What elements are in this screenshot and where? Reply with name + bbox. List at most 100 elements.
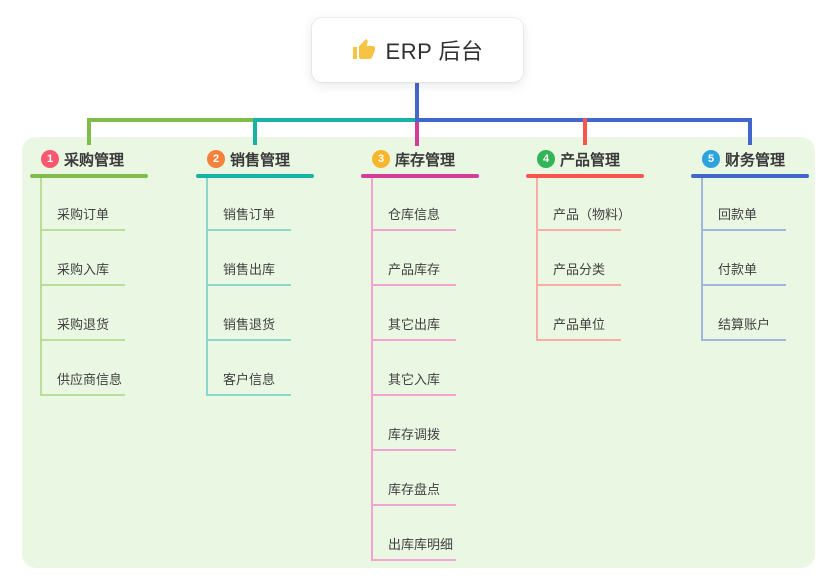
branch-underline — [361, 174, 479, 178]
child-node[interactable]: 产品单位 — [536, 315, 646, 341]
child-underline — [206, 339, 291, 341]
child-label: 销售出库 — [223, 262, 276, 277]
child-node[interactable]: 销售出库 — [206, 260, 316, 286]
child-label: 销售订单 — [223, 207, 276, 222]
child-underline — [371, 284, 456, 286]
child-label: 采购订单 — [57, 207, 110, 222]
drop-connector-inventory — [415, 122, 419, 146]
thumbs-up-icon — [352, 38, 376, 62]
child-underline — [701, 339, 786, 341]
branch-children-connector — [701, 178, 703, 341]
child-underline — [536, 229, 621, 231]
branch-number-badge: 1 — [41, 150, 59, 168]
child-node[interactable]: 回款单 — [701, 205, 811, 231]
child-underline — [371, 559, 456, 561]
child-node[interactable]: 销售退货 — [206, 315, 316, 341]
branch-label: 库存管理 — [395, 151, 456, 169]
child-node[interactable]: 客户信息 — [206, 370, 316, 396]
drop-connector-finance — [748, 118, 752, 145]
branch-title-node[interactable]: 4 产品管理 — [526, 148, 676, 170]
drop-connector-purchase — [87, 118, 91, 145]
child-label: 采购入库 — [57, 262, 110, 277]
branch-label: 采购管理 — [64, 151, 125, 169]
branch-title-node[interactable]: 3 库存管理 — [361, 148, 511, 170]
branch-number-badge: 3 — [372, 150, 390, 168]
child-node[interactable]: 产品库存 — [371, 260, 481, 286]
child-underline — [206, 229, 291, 231]
branch-title-node[interactable]: 2 销售管理 — [196, 148, 346, 170]
child-label: 回款单 — [718, 207, 758, 222]
branch-underline — [196, 174, 314, 178]
child-node[interactable]: 付款单 — [701, 260, 811, 286]
child-label: 结算账户 — [718, 317, 771, 332]
child-underline — [206, 394, 291, 396]
child-label: 库存调拨 — [388, 427, 441, 442]
child-node[interactable]: 产品（物料） — [536, 205, 646, 231]
root-stem-connector — [415, 82, 419, 122]
branch-label: 销售管理 — [230, 151, 291, 169]
child-label: 产品单位 — [553, 317, 606, 332]
branch: 1 采购管理 采购订单 采购入库 采购退货 供应商信息 — [30, 148, 180, 568]
child-node[interactable]: 仓库信息 — [371, 205, 481, 231]
child-label: 付款单 — [718, 262, 758, 277]
child-underline — [371, 504, 456, 506]
child-label: 仓库信息 — [388, 207, 441, 222]
child-node[interactable]: 结算账户 — [701, 315, 811, 341]
child-underline — [40, 284, 125, 286]
child-underline — [371, 394, 456, 396]
child-node[interactable]: 产品分类 — [536, 260, 646, 286]
branch-title-node[interactable]: 1 采购管理 — [30, 148, 180, 170]
branch-children-connector — [40, 178, 42, 396]
branch-underline — [691, 174, 809, 178]
child-label: 其它入库 — [388, 372, 441, 387]
drop-connector-product — [583, 118, 587, 145]
child-node[interactable]: 其它出库 — [371, 315, 481, 341]
child-label: 产品（物料） — [553, 207, 632, 222]
child-label: 产品分类 — [553, 262, 606, 277]
child-node[interactable]: 采购订单 — [40, 205, 150, 231]
branch-label: 财务管理 — [725, 151, 786, 169]
child-underline — [701, 284, 786, 286]
branch-children-connector — [371, 178, 373, 561]
child-underline — [536, 339, 621, 341]
child-node[interactable]: 采购退货 — [40, 315, 150, 341]
child-label: 销售退货 — [223, 317, 276, 332]
branch: 5 财务管理 回款单 付款单 结算账户 — [691, 148, 839, 568]
bar-connector-sales — [253, 118, 417, 122]
root-label: ERP 后台 — [385, 39, 484, 64]
branch-label: 产品管理 — [560, 151, 621, 169]
branch-number-badge: 4 — [537, 150, 555, 168]
child-node[interactable]: 库存调拨 — [371, 425, 481, 451]
child-label: 采购退货 — [57, 317, 110, 332]
child-node[interactable]: 库存盘点 — [371, 480, 481, 506]
child-node[interactable]: 供应商信息 — [40, 370, 150, 396]
child-label: 供应商信息 — [57, 372, 123, 387]
child-underline — [40, 229, 125, 231]
child-underline — [206, 284, 291, 286]
branch: 2 销售管理 销售订单 销售出库 销售退货 客户信息 — [196, 148, 346, 568]
child-label: 出库库明细 — [388, 537, 454, 552]
child-underline — [371, 229, 456, 231]
branch-number-badge: 2 — [207, 150, 225, 168]
branch-underline — [30, 174, 148, 178]
branch-children-connector — [536, 178, 538, 341]
child-node[interactable]: 采购入库 — [40, 260, 150, 286]
bar-connector-purchase — [87, 118, 257, 122]
child-label: 其它出库 — [388, 317, 441, 332]
child-label: 库存盘点 — [388, 482, 441, 497]
child-node[interactable]: 销售订单 — [206, 205, 316, 231]
root-node[interactable]: ERP 后台 — [312, 18, 523, 82]
drop-connector-sales — [253, 118, 257, 145]
child-underline — [40, 339, 125, 341]
child-underline — [536, 284, 621, 286]
child-node[interactable]: 其它入库 — [371, 370, 481, 396]
branch: 3 库存管理 仓库信息 产品库存 其它出库 其它入库 库存调拨 库存盘点 出库库… — [361, 148, 511, 568]
branch-number-badge: 5 — [702, 150, 720, 168]
child-label: 产品库存 — [388, 262, 441, 277]
branch-title-node[interactable]: 5 财务管理 — [691, 148, 839, 170]
branch-children-connector — [206, 178, 208, 396]
child-node[interactable]: 出库库明细 — [371, 535, 481, 561]
child-underline — [701, 229, 786, 231]
child-label: 客户信息 — [223, 372, 276, 387]
